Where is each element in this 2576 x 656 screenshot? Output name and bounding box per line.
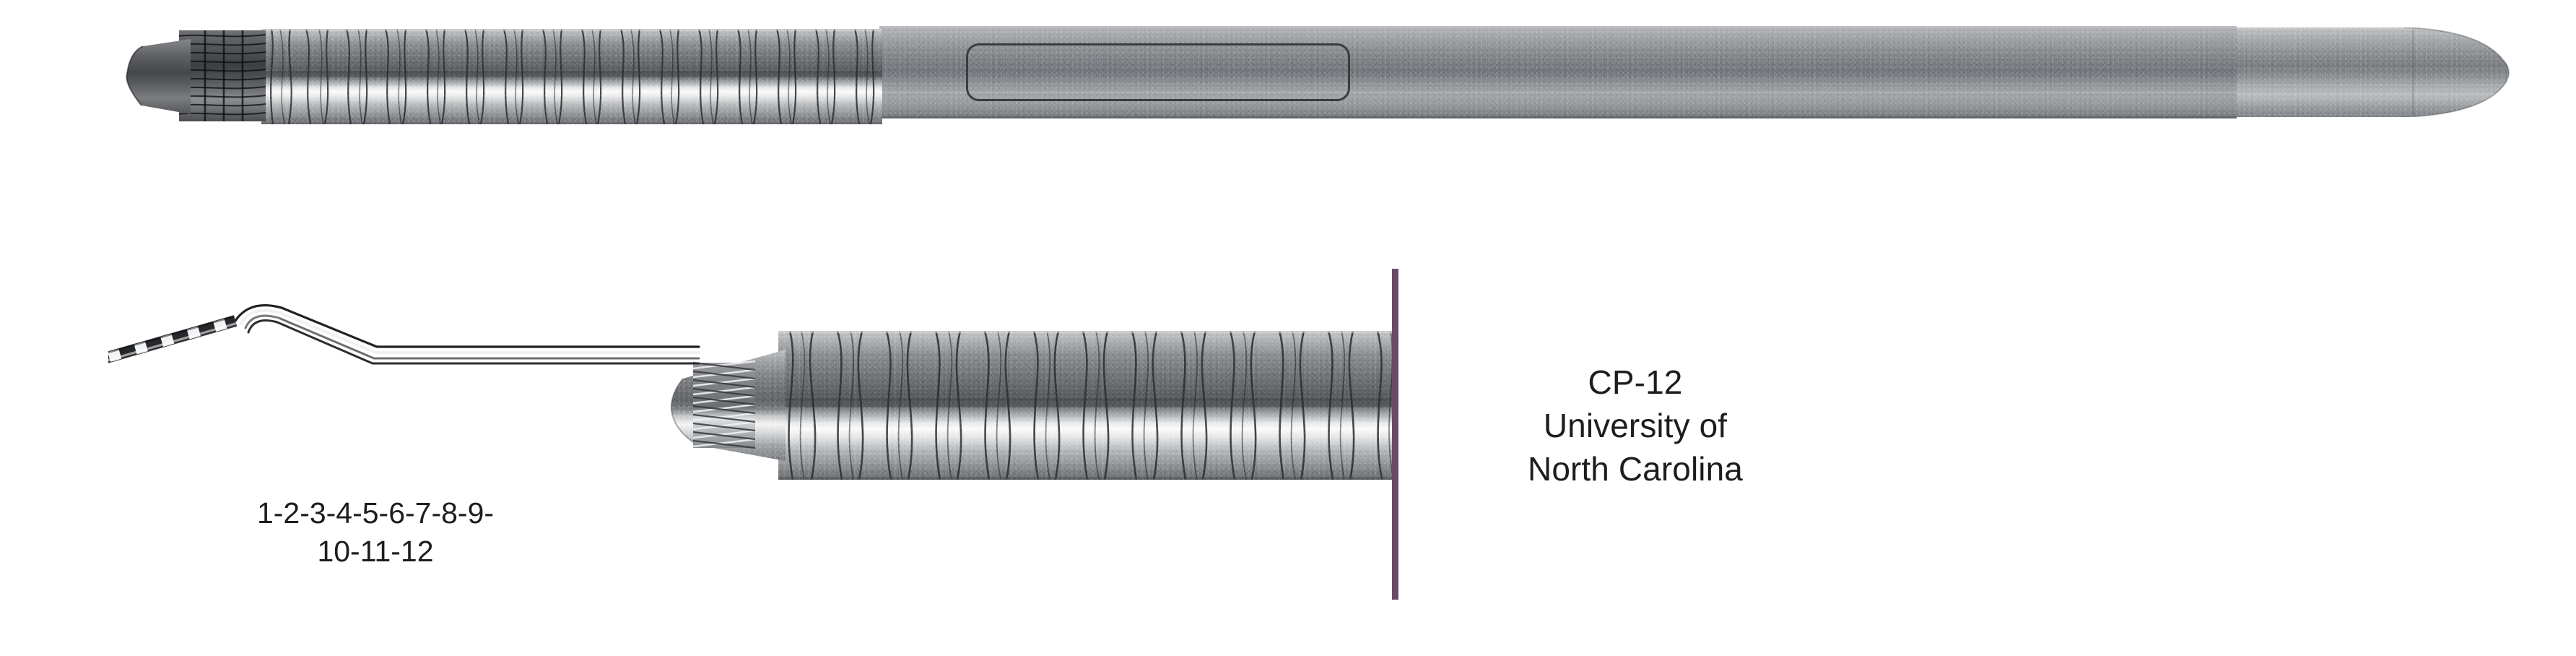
- product-code: CP-12: [1588, 363, 1683, 401]
- probe-knurl-ring: [692, 358, 756, 452]
- product-label-block: CP-12 University of North Carolina: [1466, 361, 1805, 491]
- probe-grip-knurl-pattern: [778, 331, 1398, 480]
- product-name-line-2: North Carolina: [1528, 449, 1743, 488]
- probe-grip-grain-texture: [778, 331, 1398, 480]
- handle-nose-cone: [124, 39, 191, 114]
- markings-line-2: 10-11-12: [317, 535, 434, 569]
- probe-textured-grip: [778, 331, 1398, 480]
- markings-line-1: 1-2-3-4-5-6-7-8-9-: [256, 496, 495, 530]
- product-name-line-1: University of: [1543, 406, 1728, 444]
- probe-working-end: [2, 289, 700, 621]
- probe-markings-label: 1-2-3-4-5-6-7-8-9- 10-11-12: [217, 494, 534, 571]
- vertical-divider-line: [1392, 269, 1398, 600]
- handle-inset-panel: [966, 43, 1350, 101]
